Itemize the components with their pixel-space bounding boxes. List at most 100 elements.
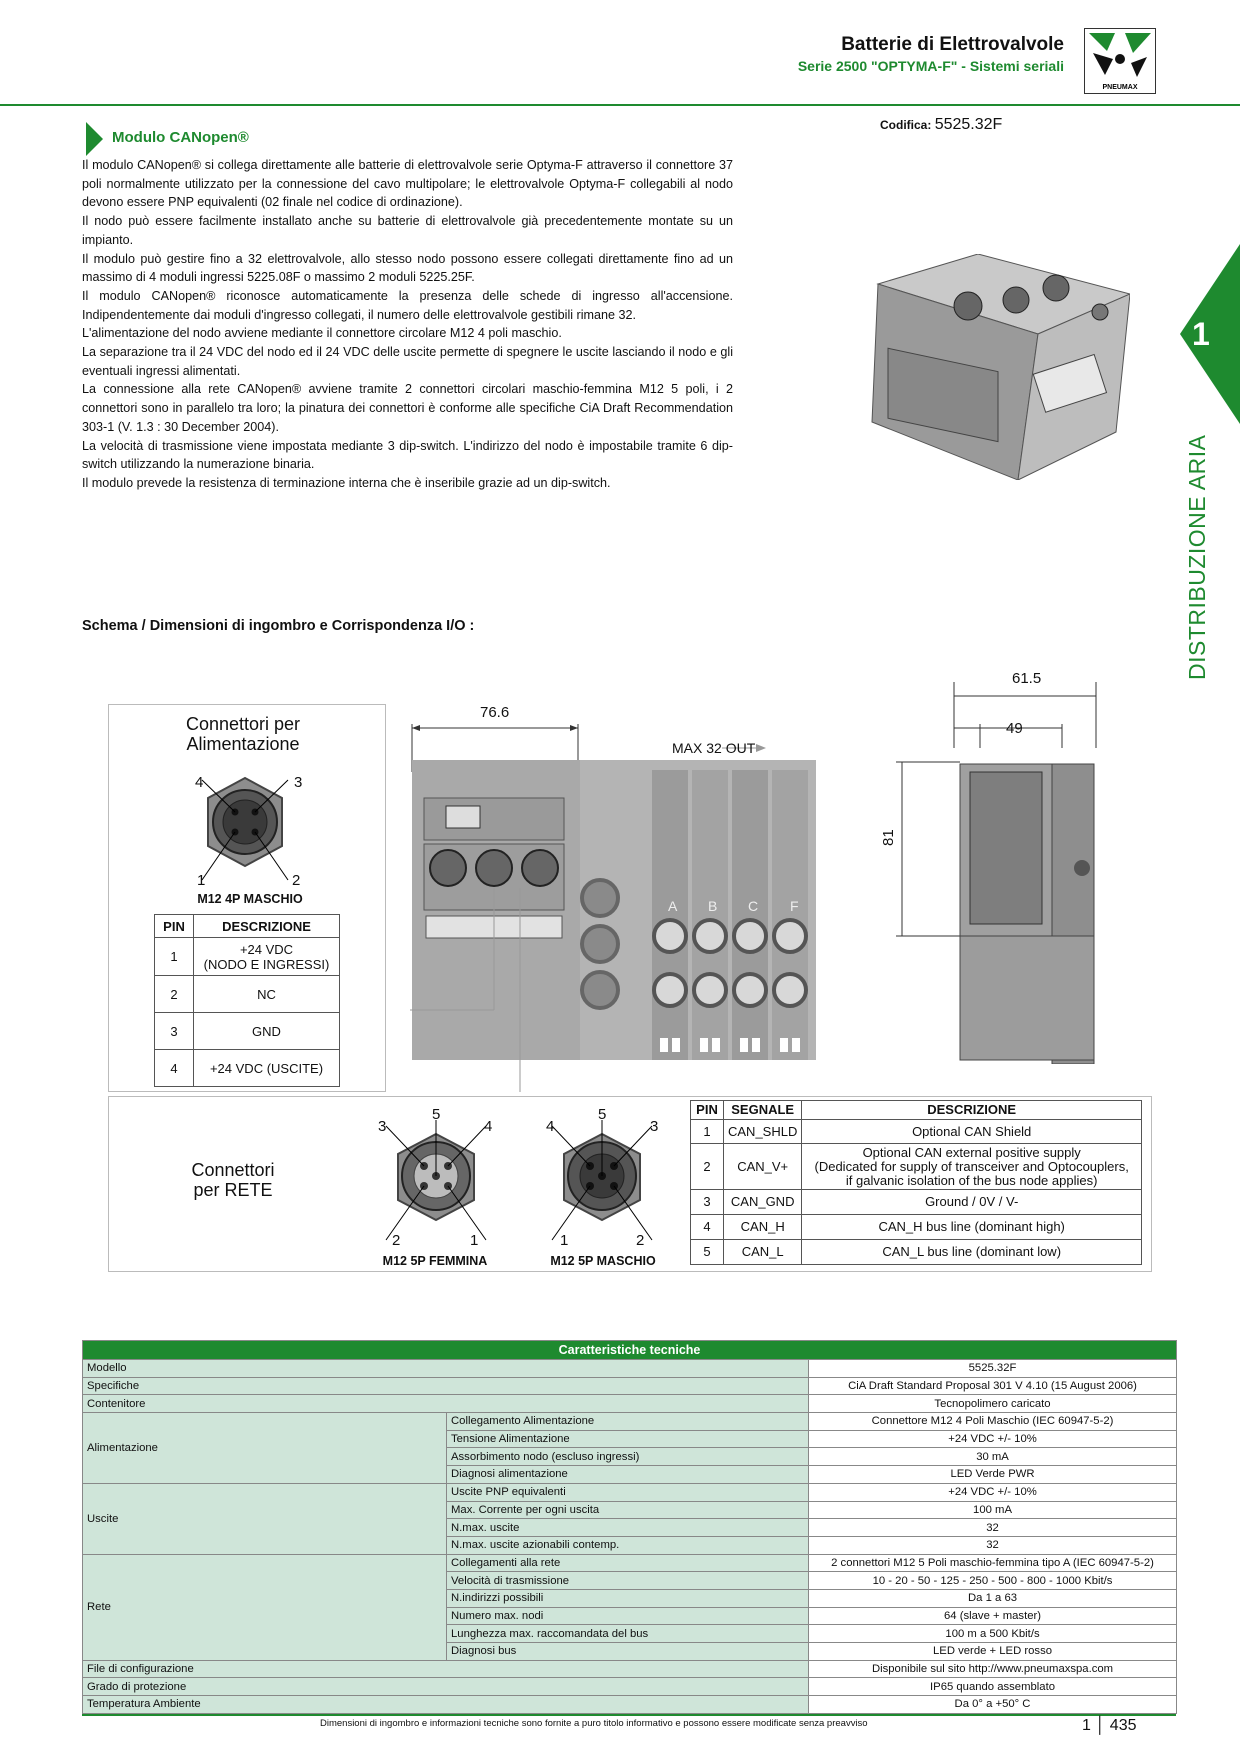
power-connector-caption: M12 4P MASCHIO xyxy=(197,892,303,906)
col-header: DESCRIZIONE xyxy=(193,914,340,938)
table-row: 2 CAN_V+ Optional CAN external positive … xyxy=(690,1143,1142,1190)
header-divider xyxy=(0,104,1240,106)
spec-group: Alimentazione xyxy=(82,1412,447,1484)
pin-label: 1 xyxy=(197,872,206,889)
spec-label: Collegamenti alla rete xyxy=(446,1553,809,1573)
spec-label: Lunghezza max. raccomandata del bus xyxy=(446,1624,809,1643)
valve-letter: A xyxy=(668,898,678,914)
spec-label: Numero max. nodi xyxy=(446,1606,809,1626)
paragraph: Il modulo prevede la resistenza di termi… xyxy=(82,475,611,490)
desc-cell: +24 VDC (NODO E INGRESSI) xyxy=(193,937,340,976)
network-connector-box xyxy=(108,1096,1152,1272)
footer-note: Dimensioni di ingombro e informazioni te… xyxy=(320,1718,868,1729)
spec-label: N.max. uscite xyxy=(446,1518,809,1537)
pin-cell: 3 xyxy=(690,1189,724,1215)
spec-value: IP65 quando assemblato xyxy=(807,1677,1178,1697)
spec-value: Tecnopolimero caricato xyxy=(807,1394,1178,1414)
max-out-label: MAX 32 OUT xyxy=(672,740,756,756)
pin-label: 2 xyxy=(636,1232,645,1249)
table-row: 3 GND xyxy=(154,1012,340,1050)
codifica-value: 5525.32F xyxy=(934,116,1003,133)
paragraph: L'alimentazione del nodo avviene mediant… xyxy=(82,326,562,341)
spec-row: N.max. uscite azionabili contemp.32 xyxy=(83,1535,1178,1555)
pin-cell: 2 xyxy=(154,975,194,1013)
spec-label: Specifiche xyxy=(82,1376,809,1396)
power-pin-table: PIN DESCRIZIONE 1 +24 VDC (NODO E INGRES… xyxy=(154,914,340,1087)
spec-label: Assorbimento nodo (escluso ingressi) xyxy=(446,1447,809,1467)
spec-value: +24 VDC +/- 10% xyxy=(807,1429,1178,1449)
pin-cell: 4 xyxy=(690,1214,724,1240)
male-connector-caption: M12 5P MASCHIO xyxy=(550,1254,656,1268)
network-connector-title: Connettori per RETE xyxy=(170,1160,296,1200)
pin-cell: 3 xyxy=(154,1012,194,1050)
desc-cell: CAN_L bus line (dominant low) xyxy=(801,1239,1142,1265)
page-number: 1 │ 435 xyxy=(1082,1717,1137,1734)
dim-width-side: 49 xyxy=(1006,720,1023,737)
m12-5p-female-connector-icon xyxy=(376,1106,496,1246)
pin-label: 4 xyxy=(195,774,204,791)
pin-label: 2 xyxy=(292,872,301,889)
spec-label: Velocità di trasmissione xyxy=(446,1571,809,1590)
spec-value: 30 mA xyxy=(807,1447,1178,1467)
paragraph: Il modulo può gestire fino a 32 elettrov… xyxy=(82,251,733,285)
network-title-line: Connettori xyxy=(191,1160,275,1180)
spec-value: 5525.32F xyxy=(807,1359,1178,1378)
logo-text: PNEUMAX xyxy=(1102,84,1137,91)
codifica-label: Codifica: xyxy=(880,118,932,132)
desc-line: if galvanic isolation of the bus node ap… xyxy=(845,1172,1098,1188)
dim-width-side-total: 61.5 xyxy=(1012,670,1042,687)
product-photo xyxy=(868,253,1132,481)
dim-width-front: 76.6 xyxy=(480,704,510,721)
spec-label: Collegamento Alimentazione xyxy=(446,1412,809,1431)
spec-label: File di configurazione xyxy=(82,1659,809,1679)
spec-label: Max. Corrente per ogni uscita xyxy=(446,1500,809,1520)
spec-value: LED verde + LED rosso xyxy=(807,1642,1178,1661)
power-connector-box xyxy=(108,704,386,1092)
col-header: DESCRIZIONE xyxy=(801,1100,1142,1120)
spec-value: CiA Draft Standard Proposal 301 V 4.10 (… xyxy=(807,1376,1178,1396)
side-view-drawing xyxy=(890,668,1122,1065)
spec-value: Da 0° a +50° C xyxy=(807,1695,1178,1714)
female-connector-caption: M12 5P FEMMINA xyxy=(382,1254,488,1268)
tech-table-title: Caratteristiche tecniche xyxy=(81,1340,1178,1360)
section-title: Modulo CANopen® xyxy=(112,129,249,146)
spec-group: Uscite xyxy=(82,1482,447,1555)
header-title: Batterie di Elettrovalvole xyxy=(841,34,1064,55)
signal-cell: CAN_H xyxy=(722,1214,803,1240)
signal-cell: CAN_SHLD xyxy=(722,1119,803,1144)
desc-cell: CAN_H bus line (dominant high) xyxy=(801,1214,1142,1240)
network-title-line: per RETE xyxy=(193,1180,273,1200)
dim-height: 81 xyxy=(880,829,897,846)
pin-label: 4 xyxy=(484,1118,493,1135)
desc-line: +24 VDC xyxy=(239,941,294,957)
spec-value: 10 - 20 - 50 - 125 - 250 - 500 - 800 - 1… xyxy=(807,1571,1178,1590)
spec-label: Diagnosi bus xyxy=(446,1642,809,1661)
valve-letter: F xyxy=(790,898,799,914)
description-text: Il modulo CANopen® si collega direttamen… xyxy=(82,156,733,493)
valve-letter: B xyxy=(708,898,718,914)
spec-value: 64 (slave + master) xyxy=(807,1606,1178,1626)
table-row: 5 CAN_L CAN_L bus line (dominant low) xyxy=(690,1239,1142,1265)
front-view-drawing xyxy=(312,712,830,1102)
footer-divider xyxy=(82,1714,1176,1716)
signal-cell: CAN_L xyxy=(722,1239,803,1265)
chapter-tab xyxy=(1180,244,1240,424)
pin-cell: 2 xyxy=(690,1143,724,1190)
desc-cell: NC xyxy=(193,975,340,1013)
table-row: 4 +24 VDC (USCITE) xyxy=(154,1049,340,1087)
spec-label: N.max. uscite azionabili contemp. xyxy=(446,1535,809,1555)
pin-label: 3 xyxy=(378,1118,387,1135)
desc-cell: Ground / 0V / V- xyxy=(801,1189,1142,1215)
spec-value: 32 xyxy=(807,1518,1178,1537)
spec-value: LED Verde PWR xyxy=(807,1465,1178,1484)
schema-title: Schema / Dimensioni di ingombro e Corris… xyxy=(82,618,475,634)
network-pin-table: PIN SEGNALE DESCRIZIONE 1 CAN_SHLD Optio… xyxy=(690,1100,1142,1265)
